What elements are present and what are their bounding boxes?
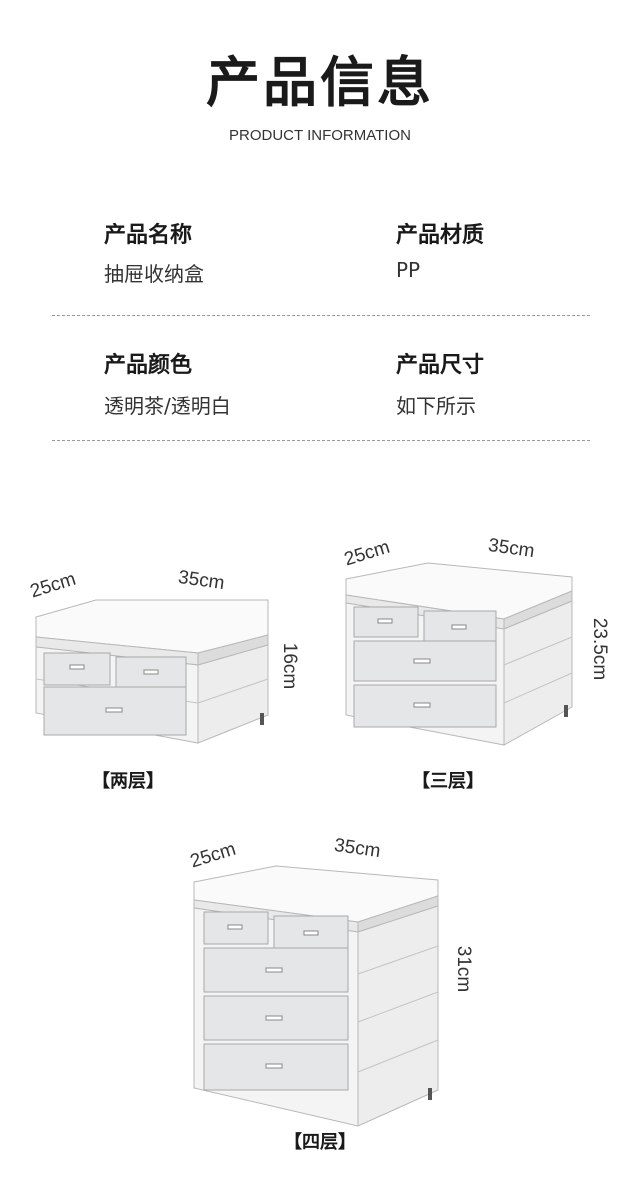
drawers bbox=[353, 606, 497, 728]
product-caption: 【三层】 bbox=[412, 771, 484, 792]
cabinet-four-tier-image bbox=[193, 865, 439, 1127]
page-title: 产品信息 bbox=[206, 51, 434, 114]
info-size-value: 如下所示 bbox=[396, 394, 476, 418]
info-name-value: 抽屉收纳盒 bbox=[104, 262, 204, 286]
divider bbox=[52, 440, 590, 441]
product-caption: 【两层】 bbox=[92, 771, 164, 792]
cabinet-three-tier-image bbox=[345, 562, 573, 746]
drawers bbox=[203, 911, 349, 1091]
info-material-label: 产品材质 bbox=[396, 223, 485, 248]
height-label: 23.5cm bbox=[589, 617, 611, 681]
info-size-label: 产品尺寸 bbox=[396, 353, 485, 378]
height-label: 16cm bbox=[279, 642, 301, 690]
drawers bbox=[43, 652, 187, 736]
product-caption: 【四层】 bbox=[284, 1132, 356, 1153]
info-color-value: 透明茶/透明白 bbox=[104, 394, 231, 418]
cabinet-two-tier-image bbox=[35, 599, 269, 744]
info-name-label: 产品名称 bbox=[104, 223, 193, 248]
info-material-value: PP bbox=[396, 258, 421, 282]
page-subtitle: PRODUCT INFORMATION bbox=[229, 127, 411, 144]
divider bbox=[52, 315, 590, 316]
height-label: 31cm bbox=[453, 945, 475, 993]
info-color-label: 产品颜色 bbox=[104, 353, 193, 378]
